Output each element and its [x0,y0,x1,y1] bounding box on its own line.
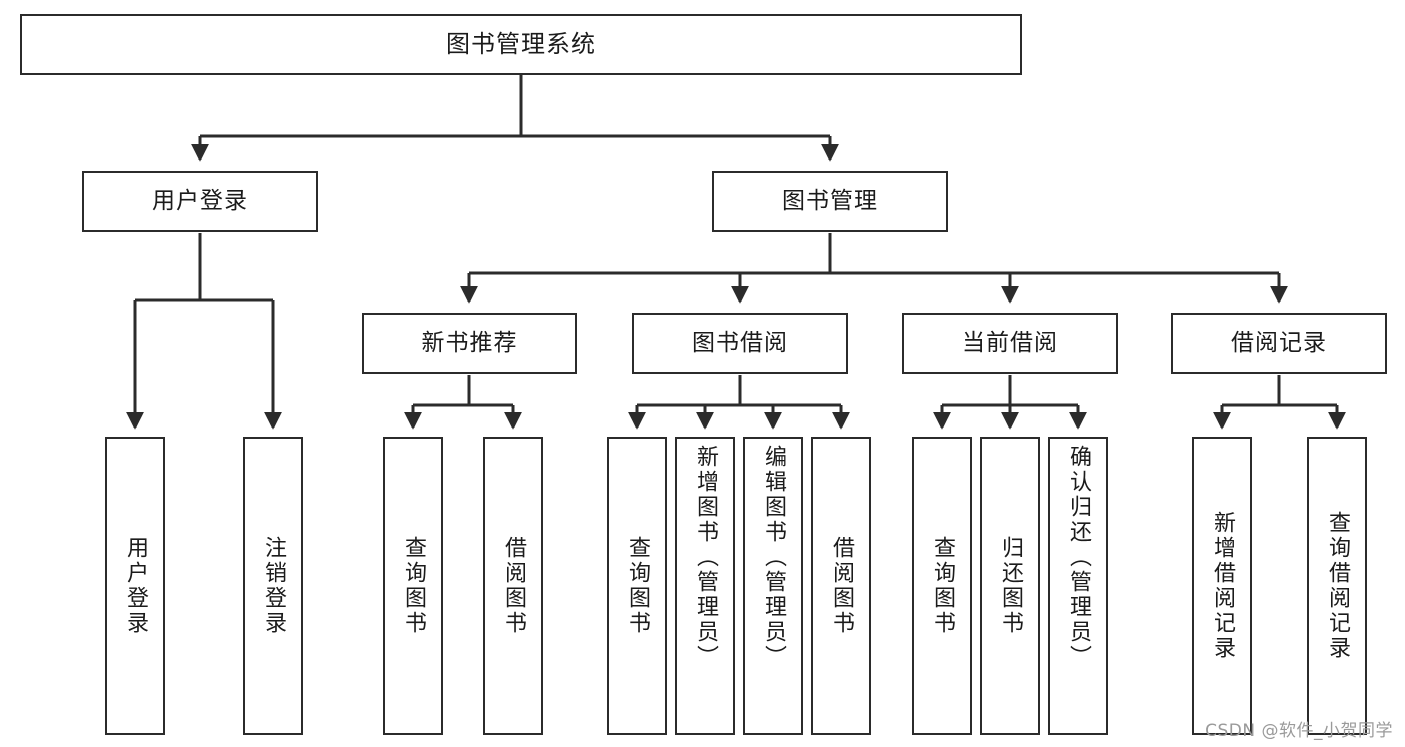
node-label: 图书管理 [782,187,878,214]
node-label: 图书借阅 [692,329,788,356]
node-label: 借阅图书 [500,536,526,636]
node-book-borrow[interactable]: 图书借阅 [632,313,848,374]
node-label: 当前借阅 [962,329,1058,356]
node-label: 借阅记录 [1231,329,1327,356]
leaf-new-book-borrow-book[interactable]: 借阅图书 [483,437,543,735]
node-label: 新增图书（管理员） [692,445,718,670]
leaf-user-login-logout[interactable]: 注销登录 [243,437,303,735]
leaf-book-borrow-borrow-book[interactable]: 借阅图书 [811,437,871,735]
node-label: 查询图书 [400,536,426,636]
node-label: 新书推荐 [421,329,518,356]
node-current-borrow[interactable]: 当前借阅 [902,313,1118,374]
node-label: 用户登录 [122,536,148,636]
node-label: 借阅图书 [828,536,854,636]
node-user-login[interactable]: 用户登录 [82,171,318,232]
node-label: 新增借阅记录 [1209,511,1235,661]
leaf-book-borrow-add-book-admin[interactable]: 新增图书（管理员） [675,437,735,735]
leaf-current-borrow-query-book[interactable]: 查询图书 [912,437,972,735]
node-book-management[interactable]: 图书管理 [712,171,948,232]
node-label: 确认归还（管理员） [1065,445,1091,670]
leaf-book-borrow-query-book[interactable]: 查询图书 [607,437,667,735]
leaf-new-book-query-book[interactable]: 查询图书 [383,437,443,735]
node-label: 归还图书 [997,536,1023,636]
leaf-user-login-login[interactable]: 用户登录 [105,437,165,735]
node-root-book-management-system[interactable]: 图书管理系统 [20,14,1022,75]
node-label: 查询图书 [624,536,650,636]
node-label: 查询借阅记录 [1324,511,1350,661]
node-new-book-recommend[interactable]: 新书推荐 [362,313,577,374]
node-label: 注销登录 [260,536,286,636]
node-label: 查询图书 [929,536,955,636]
node-label: 编辑图书（管理员） [760,445,786,670]
csdn-watermark: CSDN @软件_小贺同学 [1205,721,1393,741]
node-borrow-record[interactable]: 借阅记录 [1171,313,1387,374]
leaf-borrow-record-add-record[interactable]: 新增借阅记录 [1192,437,1252,735]
leaf-current-borrow-confirm-return-admin[interactable]: 确认归还（管理员） [1048,437,1108,735]
node-label: 用户登录 [152,187,248,214]
leaf-borrow-record-query-record[interactable]: 查询借阅记录 [1307,437,1367,735]
node-label: 图书管理系统 [446,30,596,59]
leaf-current-borrow-return-book[interactable]: 归还图书 [980,437,1040,735]
leaf-book-borrow-edit-book-admin[interactable]: 编辑图书（管理员） [743,437,803,735]
